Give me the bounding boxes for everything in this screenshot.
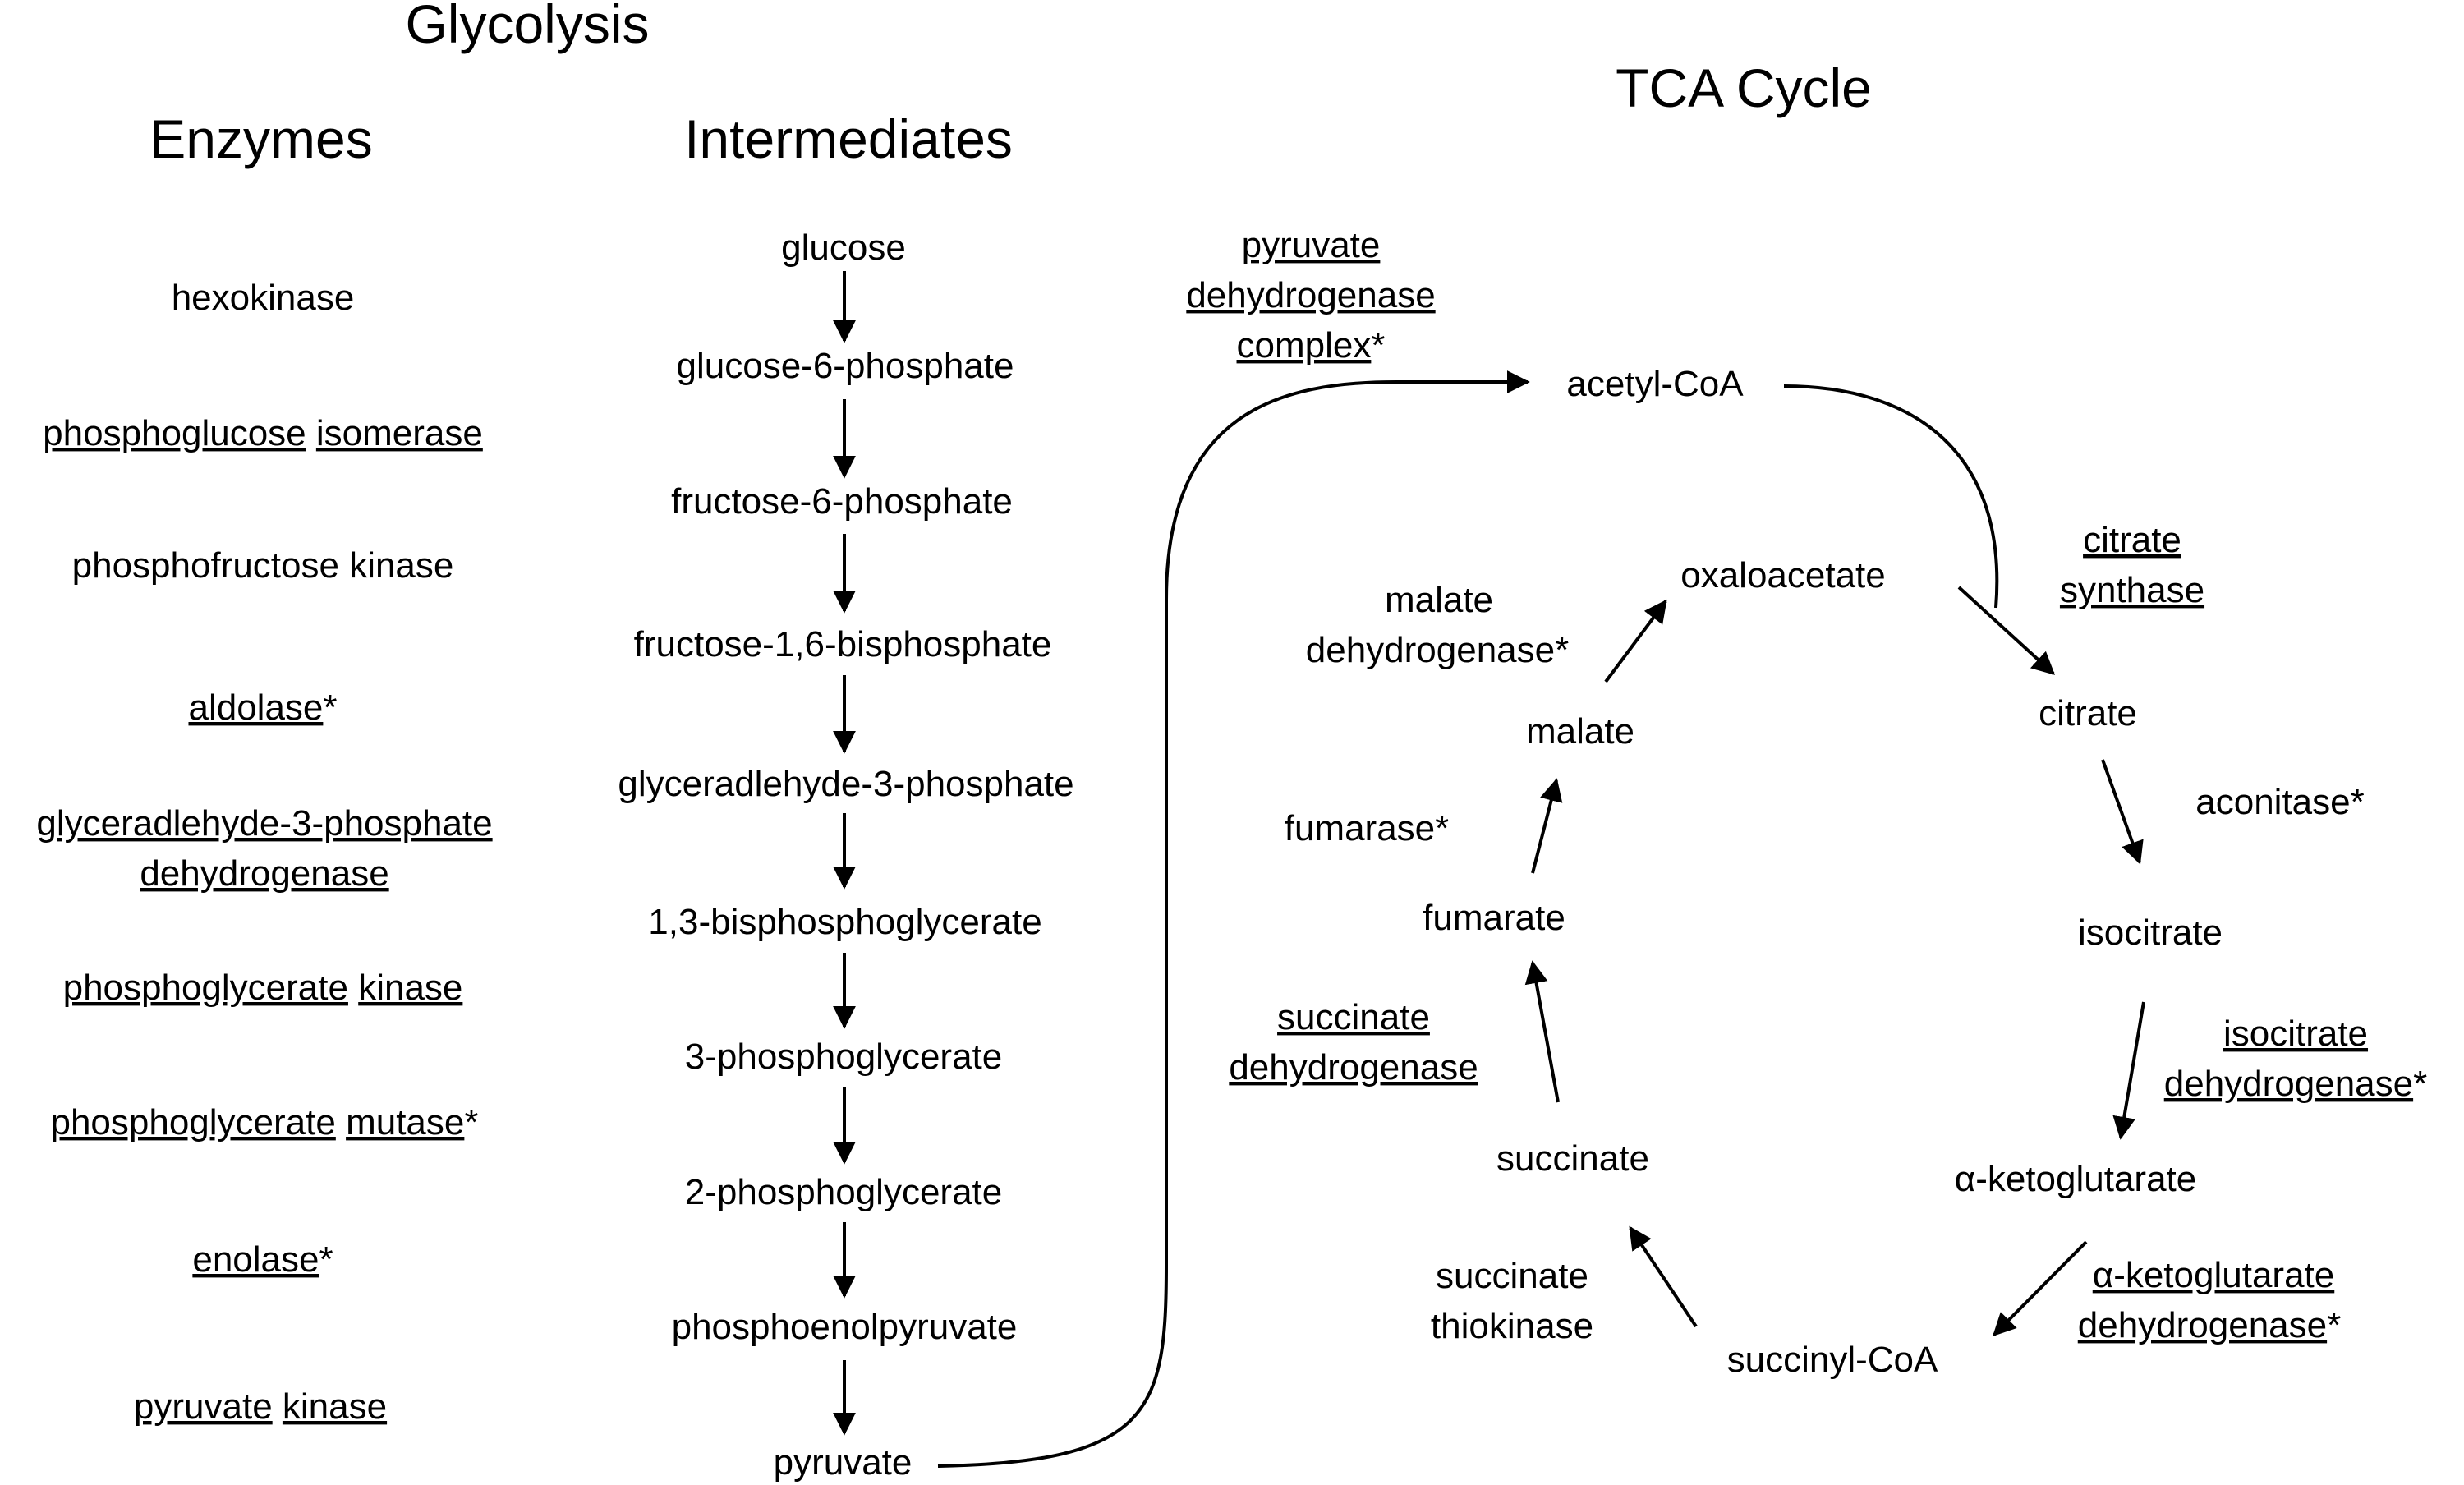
enzyme-citrate-synthase-line1: citrate (2083, 520, 2181, 560)
glycolysis-title: Glycolysis (405, 0, 649, 54)
tca-arrows (1524, 384, 2145, 1336)
arrow-pyruvate-to-acetyl-coa (937, 370, 1530, 1468)
enzyme-aconitase: aconitase* (2195, 782, 2364, 822)
enzyme-pdh-line3: complex* (1237, 325, 1386, 366)
enzyme-fumarase: fumarase* (1285, 808, 1450, 848)
enzyme-succinate-thiokinase-line2: thiokinase (1431, 1306, 1593, 1346)
enzyme-pyruvate-kinase: pyruvate kinase (134, 1386, 387, 1427)
curve-acetyl-coa-to-citrate-synthase (1783, 384, 1999, 609)
intermediate-acetyl-coa: acetyl-CoA (1566, 364, 1744, 404)
tca-enzymes: pyruvate dehydrogenase complex* citrate … (1186, 225, 2427, 1346)
intermediate-isocitrate: isocitrate (2078, 913, 2223, 953)
intermediate-pyruvate: pyruvate (774, 1442, 913, 1483)
intermediate-fructose-1-6-bisphosphate: fructose-1,6-bisphosphate (634, 624, 1052, 664)
arrow-succinate-to-fumarate (1524, 960, 1560, 1103)
enzyme-succinate-thiokinase-line1: succinate (1436, 1256, 1588, 1296)
enzyme-aldolase: aldolase* (188, 687, 337, 728)
enzyme-sdh-line1: succinate (1277, 997, 1430, 1037)
intermediate-succinate: succinate (1496, 1138, 1649, 1179)
intermediate-malate: malate (1526, 711, 1634, 752)
enzyme-gapdh-line1: glyceradlehyde-3-phosphate (36, 803, 492, 844)
arrow-isocitrate-to-alpha-kg (2112, 1001, 2145, 1140)
arrow-fumarate-to-malate (1531, 778, 1563, 874)
enzymes-header: Enzymes (149, 108, 372, 169)
arrow-oxaloacetate-to-citrate (1957, 586, 2056, 675)
enzyme-phosphoglycerate-mutase: phosphoglycerate mutase* (50, 1102, 478, 1142)
arrow-citrate-to-isocitrate (2101, 759, 2144, 865)
enzyme-pdh-line2: dehydrogenase (1186, 275, 1435, 315)
intermediate-alpha-ketoglutarate: α-ketoglutarate (1955, 1159, 2197, 1199)
enzyme-mdh-line2: dehydrogenase* (1306, 630, 1569, 670)
enzyme-phosphoglucose-isomerase: phosphoglucose isomerase (43, 413, 483, 453)
arrow-succinyl-coa-to-succinate (1629, 1225, 1698, 1328)
enzyme-pdh-line1: pyruvate (1242, 225, 1381, 265)
enzyme-phosphofructose-kinase: phosphofructose kinase (72, 545, 454, 586)
arrow-alpha-kg-to-succinyl-coa (1993, 1240, 2088, 1336)
intermediate-glucose: glucose (781, 228, 906, 268)
intermediate-glyceraldehyde-3-phosphate: glyceradlehyde-3-phosphate (618, 764, 1073, 804)
intermediate-oxaloacetate: oxaloacetate (1680, 555, 1886, 595)
enzyme-hexokinase: hexokinase (172, 278, 355, 318)
intermediate-1-3-bisphosphoglycerate: 1,3-bisphosphoglycerate (648, 902, 1041, 942)
intermediate-fructose-6-phosphate: fructose-6-phosphate (671, 481, 1013, 522)
intermediate-3-phosphoglycerate: 3-phosphoglycerate (685, 1037, 1002, 1077)
tca-cycle-title: TCA Cycle (1616, 57, 1872, 118)
enzyme-citrate-synthase-line2: synthase (2060, 570, 2204, 610)
glycolysis-enzymes: hexokinase phosphoglucose isomerase phos… (36, 278, 492, 1427)
enzyme-gapdh-line2: dehydrogenase (140, 853, 388, 894)
tca-intermediates: acetyl-CoA oxaloacetate citrate isocitra… (1423, 364, 2223, 1380)
glycolysis-intermediates: glucose glucose-6-phosphate fructose-6-p… (618, 228, 1073, 1483)
intermediate-glucose-6-phosphate: glucose-6-phosphate (677, 346, 1014, 386)
enzyme-phosphoglycerate-kinase: phosphoglycerate kinase (63, 968, 463, 1008)
intermediate-fumarate: fumarate (1423, 898, 1565, 938)
arrow-malate-to-oxaloacetate (1604, 599, 1667, 683)
enzyme-enolase: enolase* (192, 1239, 333, 1280)
enzyme-idh-line2: dehydrogenase* (2164, 1064, 2427, 1104)
intermediate-succinyl-coa: succinyl-CoA (1727, 1340, 1938, 1380)
intermediate-citrate: citrate (2039, 693, 2137, 733)
intermediates-header: Intermediates (684, 108, 1013, 169)
enzyme-sdh-line2: dehydrogenase (1229, 1047, 1478, 1087)
enzyme-akgdh-line1: α-ketoglutarate (2093, 1255, 2335, 1295)
enzyme-mdh-line1: malate (1385, 580, 1493, 620)
enzyme-akgdh-line2: dehydrogenase* (2078, 1305, 2341, 1345)
intermediate-2-phosphoglycerate: 2-phosphoglycerate (685, 1172, 1002, 1212)
enzyme-idh-line1: isocitrate (2223, 1014, 2368, 1054)
intermediate-phosphoenolpyruvate: phosphoenolpyruvate (672, 1307, 1018, 1347)
